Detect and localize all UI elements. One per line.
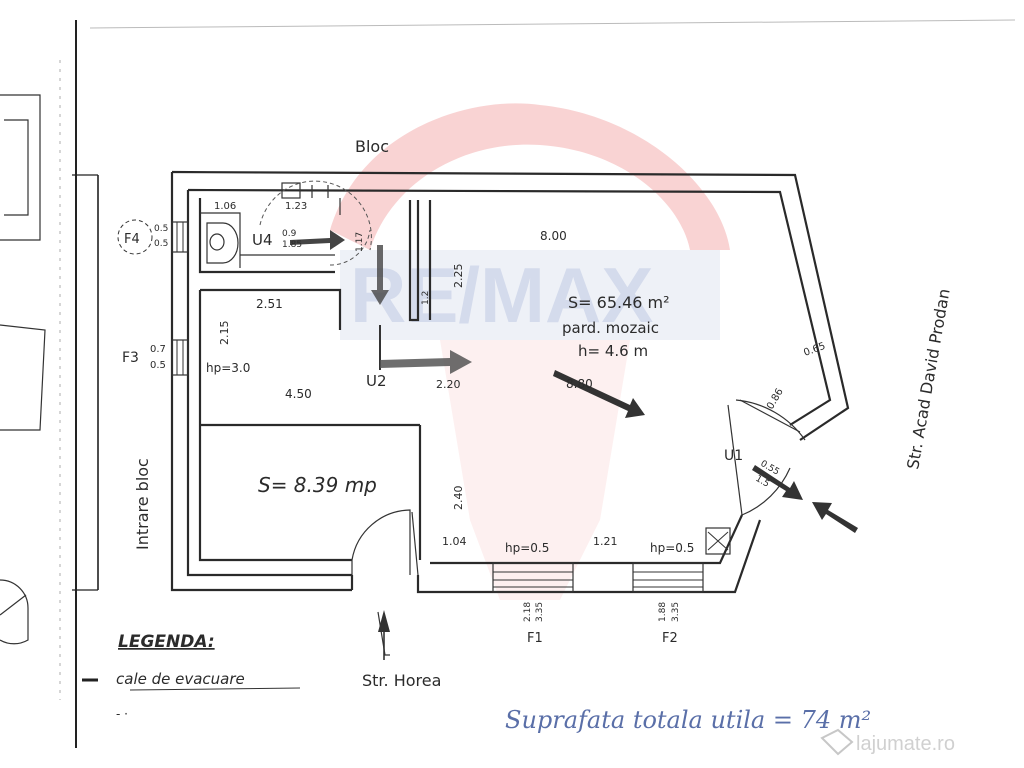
hp-left: hp=3.0: [206, 361, 250, 375]
dim-225: 2.25: [452, 264, 465, 289]
scan-margin: [0, 19, 1016, 748]
hp-bottom-2: hp=0.5: [650, 541, 694, 555]
dim-450: 4.50: [285, 387, 312, 401]
legend-title: LEGENDA:: [118, 632, 215, 652]
label-entrance: Intrare bloc: [133, 458, 152, 550]
dim-u4-b: 1.85: [282, 240, 302, 250]
window-f1: [492, 562, 574, 593]
dim-f3-b: 0.5: [150, 360, 166, 371]
interior-walls: [198, 180, 432, 562]
window-f4: [171, 221, 189, 253]
remax-watermark: RE/MAX: [330, 103, 730, 600]
opening-f3: F3: [122, 350, 139, 366]
site-mark: lajumate.ro: [820, 728, 955, 756]
hp-bottom-1: hp=0.5: [505, 541, 549, 555]
total-area: Suprafata totala utila = 74 m²: [505, 706, 871, 734]
dim-12: 1.2: [421, 291, 431, 305]
dim-117: 1.17: [355, 232, 365, 252]
opening-f4: F4: [124, 232, 140, 247]
dim-f4-b: 0.5: [154, 239, 168, 249]
label-bloc-top: Bloc: [355, 137, 389, 156]
dim-215: 2.15: [218, 321, 231, 346]
window-f2: [632, 562, 704, 593]
small-room-area: S= 8.39 mp: [258, 473, 377, 497]
dim-065: 0.65: [802, 341, 827, 359]
dim-240: 2.40: [452, 486, 465, 511]
opening-f1: F1: [527, 631, 543, 646]
legend-underline: [129, 687, 301, 691]
main-room-height: h= 4.6 m: [578, 342, 648, 360]
dim-106: 1.06: [214, 201, 236, 212]
opening-u2: U2: [366, 372, 387, 390]
dim-f1-a: 2.18: [523, 602, 533, 622]
dim-f3-a: 0.7: [150, 344, 166, 355]
entrance-door: [351, 509, 419, 576]
opening-f2: F2: [662, 631, 678, 646]
evacuation-arrows: [290, 230, 858, 660]
dim-104: 1.04: [442, 535, 467, 548]
label-right-street: Str. Acad David Prodan: [903, 287, 953, 471]
marker-f4: [117, 219, 153, 255]
dim-121: 1.21: [593, 535, 618, 548]
dim-f2-b: 3.35: [671, 602, 681, 622]
site-mark-text: lajumate.ro: [856, 733, 955, 755]
legend-item: cale de evacuare: [116, 670, 245, 688]
exterior-walls: [170, 170, 850, 594]
dim-880: 8.80: [566, 377, 593, 391]
corner-door: [705, 399, 806, 555]
legend-extra: - ·: [116, 707, 128, 721]
opening-u1: U1: [724, 448, 743, 464]
watermark-text: RE/MAX: [350, 251, 653, 339]
main-room-area: S= 65.46 m²: [568, 293, 670, 312]
dim-u4-a: 0.9: [282, 229, 297, 239]
main-room-floor: pard. mozaic: [562, 319, 659, 337]
dim-f1-b: 3.35: [535, 602, 545, 622]
dim-251: 2.51: [256, 297, 283, 311]
dim-800: 8.00: [540, 229, 567, 243]
opening-u4: U4: [252, 231, 273, 249]
window-f3: [171, 339, 189, 376]
dim-220: 2.20: [436, 378, 461, 391]
dim-f4-a: 0.5: [154, 224, 168, 234]
dim-123: 1.23: [285, 201, 307, 212]
dim-086: 0.86: [765, 387, 786, 412]
dim-f2-a: 1.88: [658, 602, 668, 622]
washbasin-icon: [206, 222, 239, 264]
label-bottom-street: Str. Horea: [362, 671, 441, 690]
